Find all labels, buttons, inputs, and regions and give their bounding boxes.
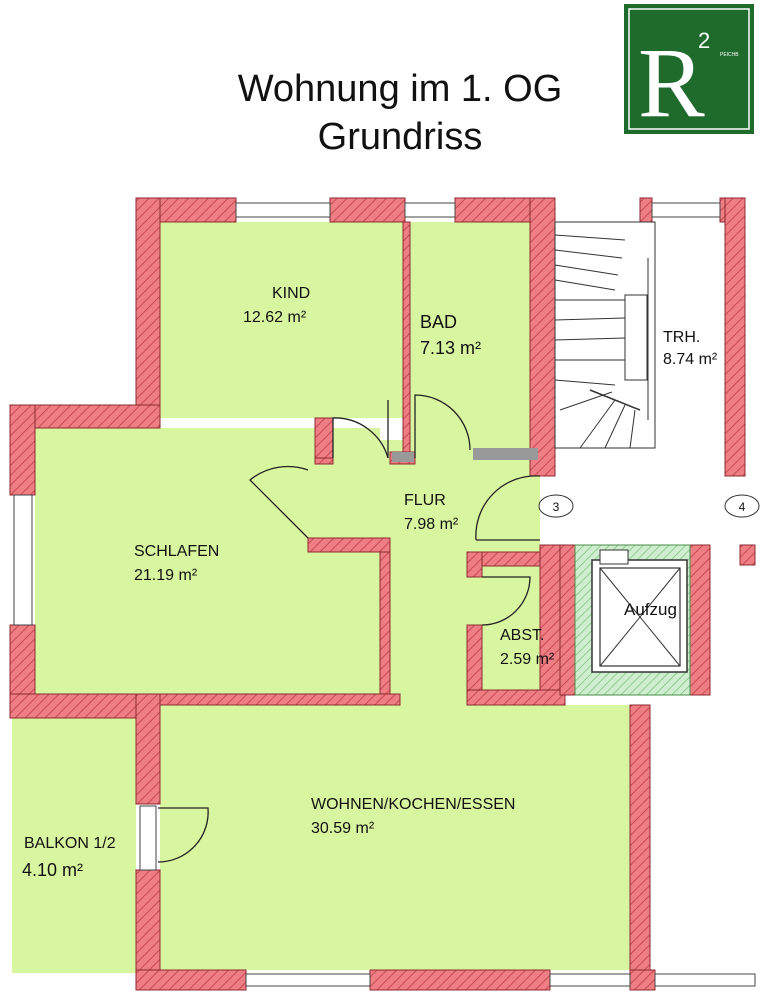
room-floors: [12, 222, 630, 973]
room-area-balkon: 4.10 m²: [22, 860, 83, 880]
staircase: [554, 221, 656, 449]
room-area-abst: 2.59 m²: [500, 651, 555, 668]
logo-letter: R: [638, 27, 705, 134]
r2-logo: R 2 PEICHB: [624, 4, 754, 134]
room-name-balkon: BALKON 1/2: [24, 835, 116, 852]
room-area-bad: 7.13 m²: [420, 338, 481, 358]
logo-superscript: 2: [698, 28, 710, 53]
doors: [157, 394, 541, 863]
room-area-flur: 7.98 m²: [404, 516, 459, 533]
room-name-abst: ABST.: [500, 627, 544, 644]
markers: 3 4: [538, 494, 760, 518]
room-area-trh: 8.74 m²: [663, 351, 718, 368]
room-name-kind: KIND: [272, 285, 310, 302]
plan-subtitle: Grundriss: [317, 116, 483, 158]
room-name-wohnen: WOHNEN/KOCHEN/ESSEN: [311, 796, 515, 813]
marker-3: 3: [553, 500, 560, 514]
logo-small-text: PEICHB: [720, 52, 739, 58]
windows: [13, 202, 756, 987]
room-name-schlafen: SCHLAFEN: [134, 543, 219, 560]
plan-title: Wohnung im 1. OG: [237, 68, 563, 110]
room-area-kind: 12.62 m²: [243, 309, 307, 326]
room-name-bad: BAD: [420, 312, 457, 332]
room-area-wohnen: 30.59 m²: [311, 820, 375, 837]
walls: [9, 197, 756, 991]
room-labels: KIND 12.62 m² BAD 7.13 m² TRH. 8.74 m² F…: [22, 285, 718, 880]
marker-4: 4: [739, 500, 746, 514]
room-name-trh: TRH.: [663, 329, 700, 346]
elevator: [574, 544, 691, 696]
sill: [473, 448, 538, 460]
room-area-schlafen: 21.19 m²: [134, 567, 198, 584]
room-name-aufzug: Aufzug: [624, 600, 677, 619]
sill: [392, 452, 414, 462]
room-name-flur: FLUR: [404, 492, 446, 509]
